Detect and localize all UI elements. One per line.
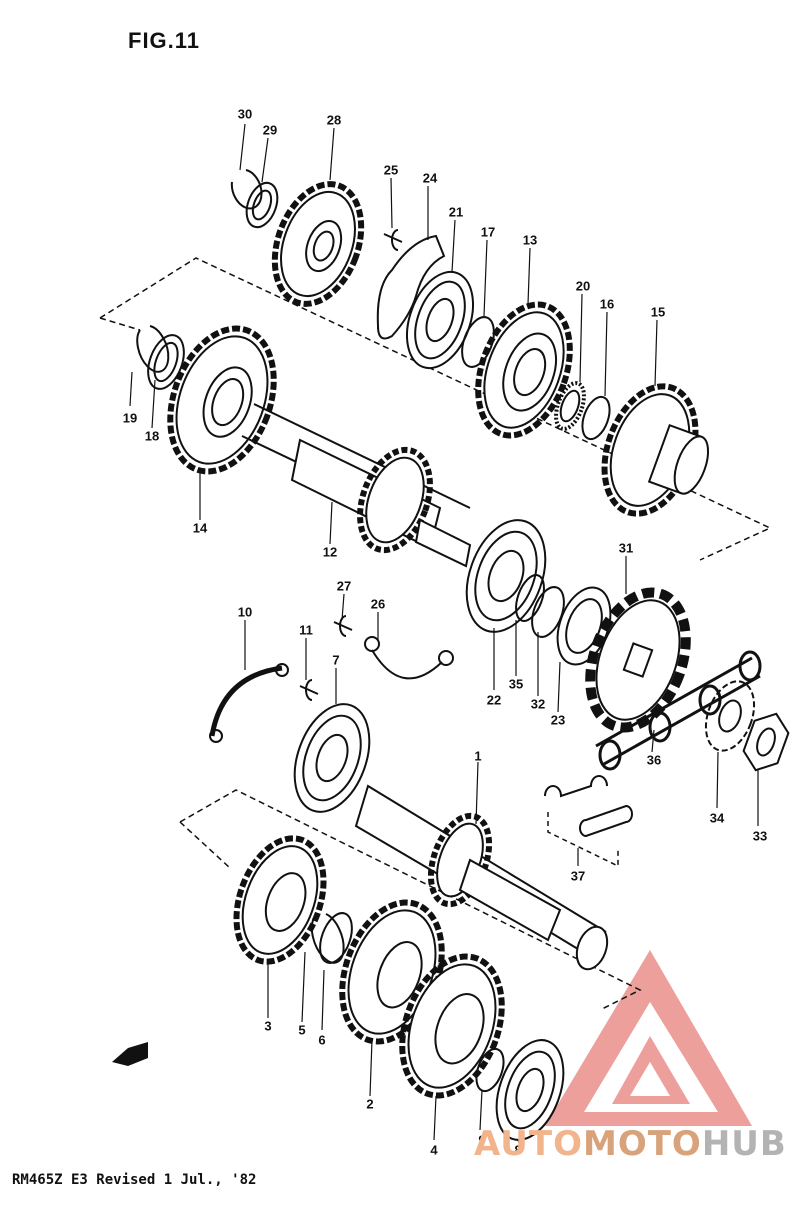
logo-part-moto: MOTO — [582, 1124, 702, 1164]
watermark-logo-text: AUTOMOTOHUB — [474, 1124, 787, 1164]
callout-19: 19 — [122, 410, 138, 426]
callout-12: 12 — [322, 544, 338, 560]
callout-34: 34 — [709, 810, 725, 826]
callout-25: 25 — [383, 162, 399, 178]
callout-2: 2 — [366, 1096, 374, 1112]
callout-5: 5 — [298, 1022, 306, 1038]
callout-23: 23 — [550, 712, 566, 728]
callout-24: 24 — [422, 170, 438, 186]
callout-33: 33 — [752, 828, 768, 844]
callout-30: 30 — [237, 106, 253, 122]
callout-10: 10 — [237, 604, 253, 620]
callout-14: 14 — [192, 520, 208, 536]
logo-part-auto: AUTO — [474, 1124, 583, 1164]
callout-20: 20 — [575, 278, 591, 294]
callout-26: 26 — [370, 596, 386, 612]
figure-title: FIG.11 — [128, 28, 201, 53]
callout-4: 4 — [430, 1142, 438, 1158]
callout-21: 21 — [448, 204, 464, 220]
callout-37: 37 — [570, 868, 586, 884]
callout-22: 22 — [486, 692, 502, 708]
callout-9: 9 — [478, 1132, 486, 1148]
revision-footer: RM465Z E3 Revised 1 Jul., '82 — [12, 1172, 257, 1188]
forward-arrow-icon — [112, 1042, 148, 1066]
callout-18: 18 — [144, 428, 160, 444]
callout-6: 6 — [318, 1032, 326, 1048]
logo-part-hub: HUB — [701, 1124, 787, 1164]
callout-29: 29 — [262, 122, 278, 138]
callout-16: 16 — [599, 296, 615, 312]
callout-1: 1 — [474, 748, 482, 764]
callout-7: 7 — [332, 652, 340, 668]
callout-27: 27 — [336, 578, 352, 594]
callout-15: 15 — [650, 304, 666, 320]
callout-17: 17 — [480, 224, 496, 240]
callout-35: 35 — [508, 676, 524, 692]
callout-28: 28 — [326, 112, 342, 128]
callout-3: 3 — [264, 1018, 272, 1034]
callout-8: 8 — [514, 1142, 522, 1158]
callout-36: 36 — [646, 752, 662, 768]
callout-31: 31 — [618, 540, 634, 556]
callout-11: 11 — [299, 622, 313, 638]
callout-13: 13 — [522, 232, 538, 248]
watermark-logo-mark — [545, 950, 752, 1126]
callout-32: 32 — [530, 696, 546, 712]
